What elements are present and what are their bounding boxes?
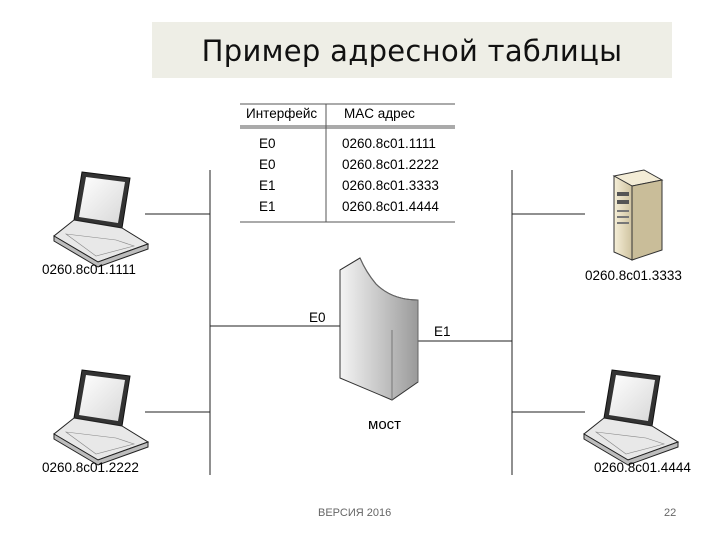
port-label-e1: E1 (434, 324, 451, 339)
footer-version: ВЕРСИЯ 2016 (318, 507, 392, 519)
slide-title: Пример адресной таблицы (201, 34, 623, 68)
table-cell-iface: E0 (259, 157, 276, 172)
segment-lines (145, 170, 585, 475)
table-header-mac: MAC адрес (344, 106, 415, 121)
server-icon (612, 169, 664, 261)
bridge-label: мост (368, 416, 402, 433)
table-cell-mac: 0260.8c01.4444 (342, 199, 439, 214)
table-cell-mac: 0260.8c01.3333 (342, 178, 439, 193)
table-cell-iface: E1 (259, 178, 276, 193)
mac-label-laptop-top-left: 0260.8c01.1111 (42, 262, 136, 277)
laptop-bottom-left-icon (53, 369, 150, 466)
mac-label-server: 0260.8c01.3333 (585, 268, 682, 283)
address-table-frame (240, 103, 455, 223)
table-cell-mac: 0260.8c01.1111 (342, 136, 436, 151)
laptop-bottom-right-icon (583, 369, 680, 466)
table-cell-iface: E1 (259, 199, 276, 214)
laptop-top-left-icon (53, 171, 150, 268)
page-number: 22 (664, 507, 677, 519)
port-label-e0: E0 (309, 310, 326, 325)
title-box: Пример адресной таблицы (152, 22, 672, 78)
table-cell-iface: E0 (259, 136, 276, 151)
bridge-icon (339, 257, 419, 401)
address-table: Интерфейс MAC адрес E0 0260.8c01.1111 E0… (240, 104, 454, 222)
mac-label-laptop-bottom-left: 0260.8c01.2222 (42, 460, 139, 475)
mac-label-laptop-bottom-right: 0260.8c01.4444 (594, 460, 691, 475)
table-header-interface: Интерфейс (246, 106, 318, 121)
table-cell-mac: 0260.8c01.2222 (342, 157, 439, 172)
